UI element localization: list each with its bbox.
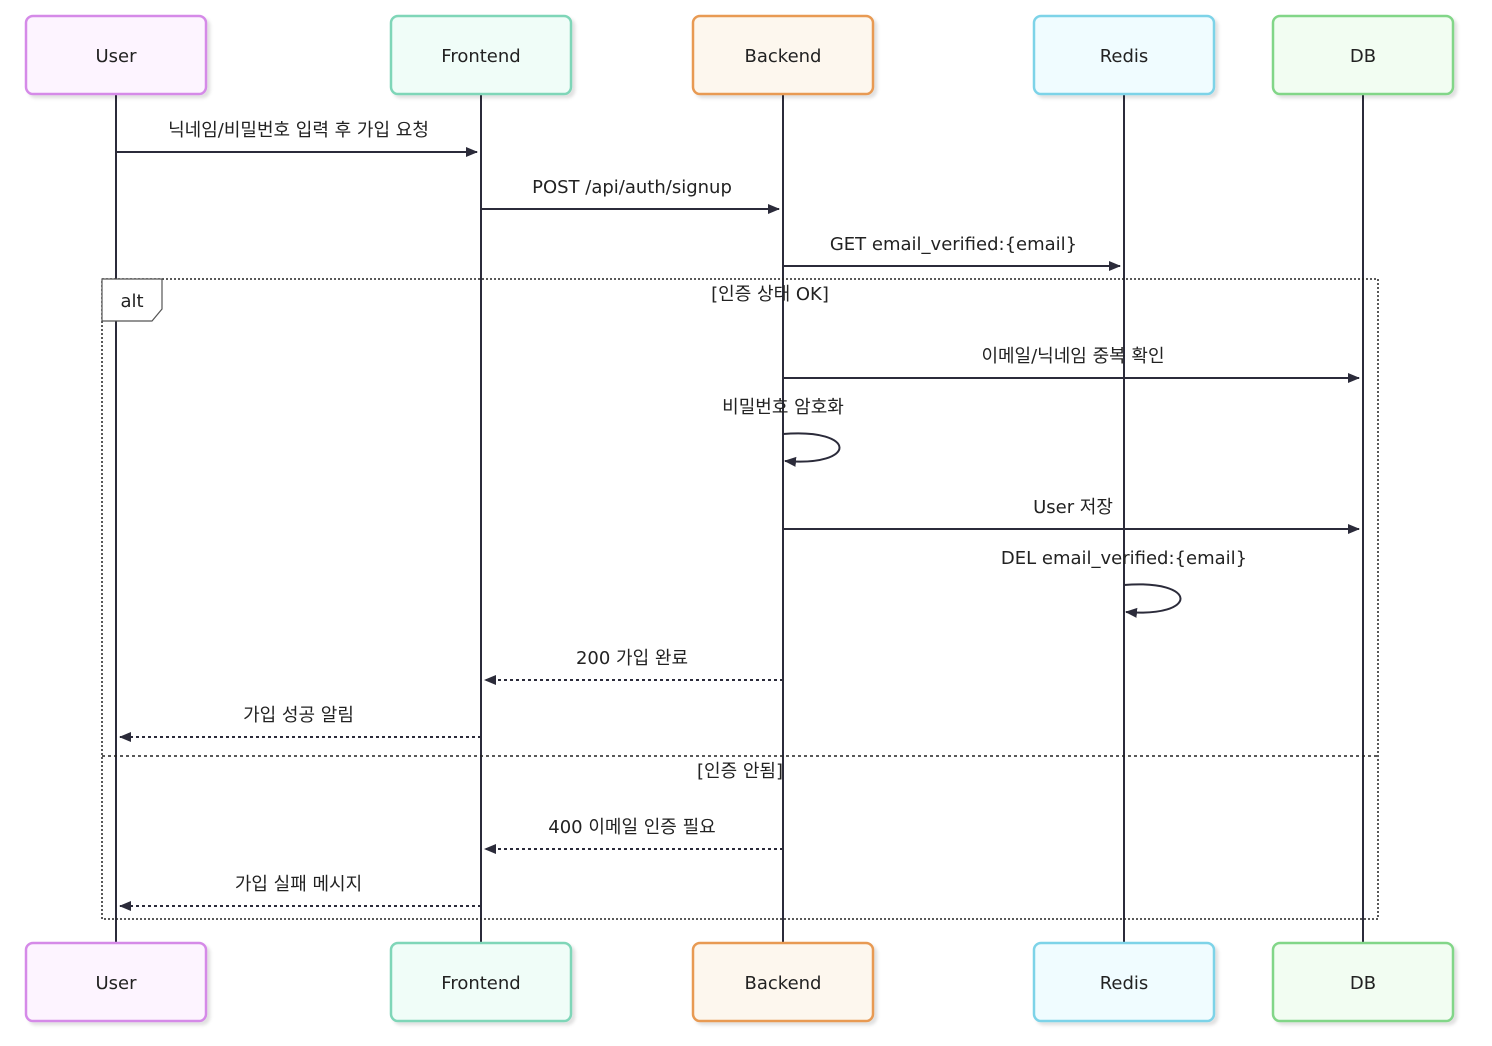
actor-box [691,941,875,1023]
message-5: 비밀번호 암호화 [722,397,844,467]
message-1: 닉네임/비밀번호 입력 후 가입 요청 [116,120,478,157]
actor-box [389,14,573,96]
message-label: 닉네임/비밀번호 입력 후 가입 요청 [168,120,429,141]
self-loop-arrow [1123,583,1182,618]
actor-user-bottom: User [24,941,208,1023]
messages: 닉네임/비밀번호 입력 후 가입 요청 POST /api/auth/signup… [116,120,1360,911]
actor-user-top: User [24,14,208,96]
message-11: 가입 실패 메시지 [119,874,481,911]
actor-box [1032,14,1216,96]
message-label: DEL email_verified:{email} [1001,548,1247,569]
alt-block: alt [인증 상태 OK] [인증 안됨] [101,278,1379,920]
alt-label: alt [120,291,143,312]
actor-box [1271,14,1455,96]
message-label: 이메일/닉네임 중복 확인 [981,346,1164,367]
actors-top: User Frontend Backend Redis DB [24,14,1455,96]
message-label: 가입 실패 메시지 [235,874,362,895]
actor-label: User [95,973,137,994]
actor-box [1032,941,1216,1023]
actor-frontend-bottom: Frontend [389,941,573,1023]
message-label: 400 이메일 인증 필요 [548,817,715,838]
actor-box [24,941,208,1023]
message-label: POST /api/auth/signup [532,177,732,198]
actor-label: Redis [1100,973,1149,994]
actor-label: DB [1350,46,1376,67]
alt-label-box [101,278,163,322]
message-6: User 저장 [783,497,1360,534]
actor-box [389,941,573,1023]
message-label: 200 가입 완료 [576,648,688,669]
self-loop-arrow [782,432,841,467]
message-label: GET email_verified:{email} [830,234,1077,255]
actor-box [1271,941,1455,1023]
actors-bottom: User Frontend Backend Redis DB [24,941,1455,1023]
message-2: POST /api/auth/signup [481,177,780,214]
message-10: 400 이메일 인증 필요 [484,817,783,854]
message-label: 비밀번호 암호화 [722,397,844,418]
actor-backend-bottom: Backend [691,941,875,1023]
actor-redis-bottom: Redis [1032,941,1216,1023]
actor-label: User [95,46,137,67]
message-label: User 저장 [1033,497,1113,518]
lifelines [115,94,1364,943]
alt-condition-fail: [인증 안됨] [697,761,783,782]
message-3: GET email_verified:{email} [783,234,1121,271]
actor-label: Redis [1100,46,1149,67]
message-8: 200 가입 완료 [484,648,783,685]
message-4: 이메일/닉네임 중복 확인 [783,346,1360,383]
actor-label: Backend [745,46,822,67]
actor-box [691,14,875,96]
message-9: 가입 성공 알림 [119,705,481,742]
actor-label: Backend [745,973,822,994]
actor-redis-top: Redis [1032,14,1216,96]
actor-backend-top: Backend [691,14,875,96]
actor-label: Frontend [441,973,520,994]
actor-db-bottom: DB [1271,941,1455,1023]
alt-condition-ok: [인증 상태 OK] [711,284,829,305]
message-label: 가입 성공 알림 [243,705,354,726]
actor-frontend-top: Frontend [389,14,573,96]
actor-label: Frontend [441,46,520,67]
actor-label: DB [1350,973,1376,994]
alt-frame [101,278,1379,920]
message-7: DEL email_verified:{email} [1001,548,1247,618]
actor-db-top: DB [1271,14,1455,96]
actor-box [24,14,208,96]
